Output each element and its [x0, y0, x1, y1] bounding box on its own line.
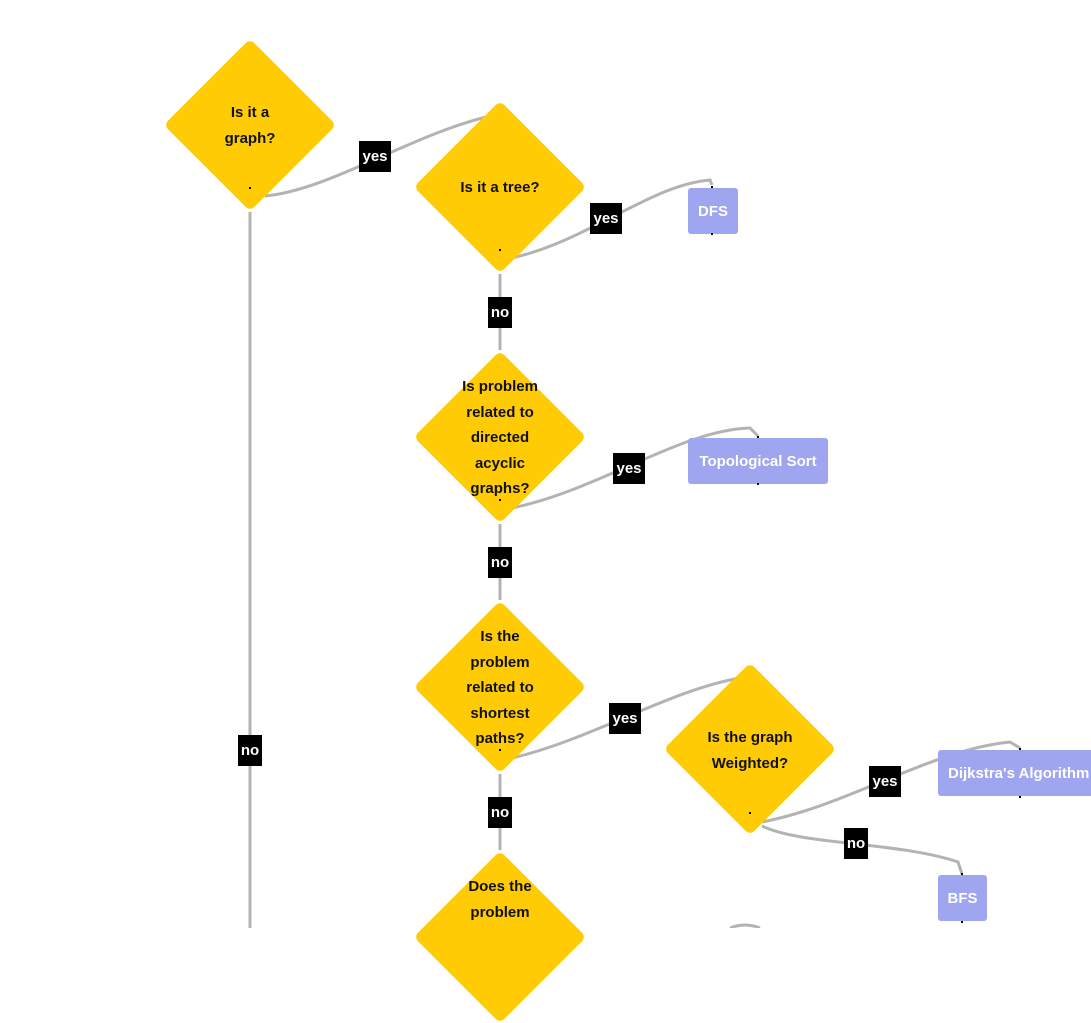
decision-line: Weighted?: [711, 754, 789, 772]
decision-line: graphs?: [470, 480, 530, 497]
edge-label-no: no: [488, 797, 512, 828]
edge-label-yes: yes: [609, 703, 641, 734]
connector-dot: [1019, 796, 1021, 798]
connector-dot: [711, 186, 713, 188]
connector-dot: [499, 499, 501, 501]
edge-label-yes: yes: [359, 141, 391, 172]
decision-line: Is the: [480, 628, 520, 645]
edge-label-no: no: [488, 547, 512, 578]
connector-dot: [961, 873, 963, 875]
connector-dot: [499, 249, 501, 251]
decision-is-tree-text: Is it a tree?: [445, 175, 555, 201]
decision-shortest-paths-text: Is the problem related to shortest paths…: [445, 624, 555, 752]
connector-dot: [749, 812, 751, 814]
decision-line: problem: [470, 903, 530, 921]
edge-label-no: no: [844, 828, 868, 859]
connector-dot: [757, 483, 759, 485]
connector-dot: [1019, 748, 1021, 750]
decision-is-graph-text: Is it a graph?: [195, 100, 305, 151]
edge-label-yes: yes: [590, 203, 622, 234]
edge-label-yes: yes: [613, 453, 645, 484]
result-dfs: DFS: [688, 188, 738, 234]
result-dijkstra: Dijkstra's Algorithm: [938, 750, 1091, 796]
edge-label-no: no: [238, 735, 262, 766]
connector-dot: [499, 749, 501, 751]
decision-line: Is the graph: [707, 729, 793, 746]
decision-weighted-text: Is the graph Weighted?: [695, 725, 805, 776]
decision-line: acyclic: [474, 454, 526, 472]
edge-tree-yes: [511, 178, 714, 260]
decision-line: Is it a: [230, 104, 270, 121]
result-bfs: BFS: [938, 875, 987, 921]
decision-line: problem: [470, 653, 530, 671]
connector-dot: [249, 187, 251, 189]
decision-line: graph?: [224, 129, 276, 147]
connector-dot: [961, 921, 963, 923]
decision-dag-text: Is problem related to directed acyclic g…: [445, 374, 555, 502]
decision-line: Is problem: [462, 378, 538, 395]
edge-bottom-yes: [729, 923, 761, 928]
decision-line: Does the: [468, 878, 532, 895]
connector-dot: [711, 233, 713, 235]
edge-label-yes: yes: [869, 766, 901, 797]
connector-dot: [757, 436, 759, 438]
decision-line: related to: [466, 679, 534, 696]
decision-line: Is it a tree?: [460, 179, 540, 196]
decision-line: related to: [466, 403, 534, 421]
edge-label-no: no: [488, 297, 512, 328]
decision-line: directed: [470, 429, 530, 446]
decision-line: shortest: [470, 704, 530, 722]
result-topological-sort: Topological Sort: [688, 438, 828, 484]
decision-line: paths?: [475, 730, 525, 747]
decision-does-problem-text: Does the problem: [445, 874, 555, 925]
